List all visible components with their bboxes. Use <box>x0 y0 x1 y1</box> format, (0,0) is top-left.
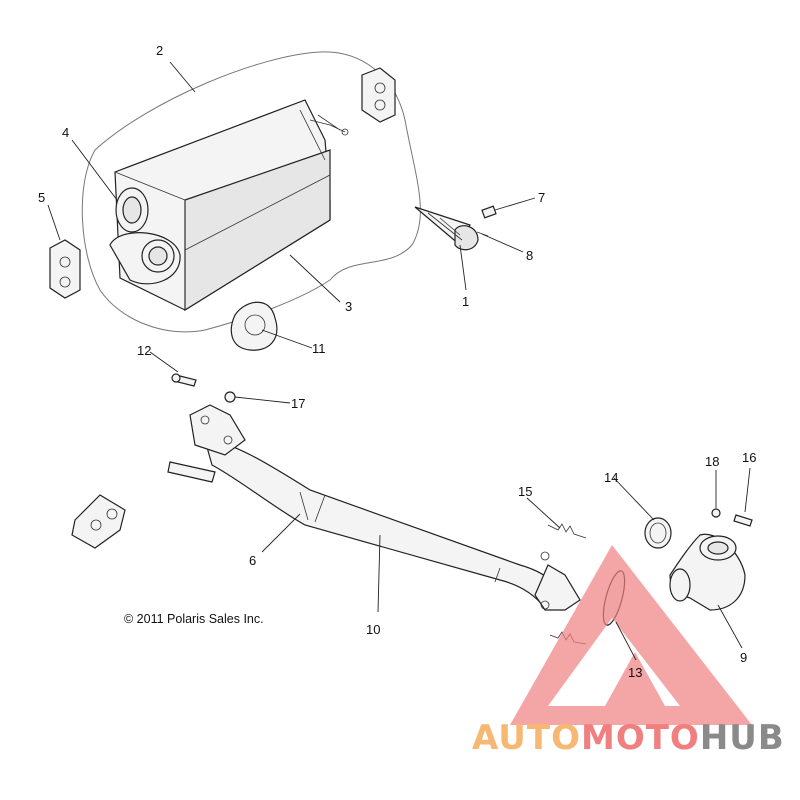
callout-10: 10 <box>366 622 380 637</box>
callout-7: 7 <box>538 190 545 205</box>
callout-5: 5 <box>38 190 45 205</box>
copyright-notice: © 2011 Polaris Sales Inc. <box>124 612 264 626</box>
bolt-16 <box>733 514 753 527</box>
spring-upper <box>547 523 587 539</box>
callout-13: 13 <box>628 665 642 680</box>
spark-arrestor <box>414 206 479 251</box>
rubber-isolator-bottom <box>71 494 126 549</box>
heat-shield-outline <box>81 51 421 333</box>
callout-8: 8 <box>526 248 533 263</box>
bolt-12 <box>171 373 197 387</box>
watermark-triangle <box>510 545 752 725</box>
muffler <box>109 99 349 312</box>
watermark-logo <box>510 545 752 725</box>
callout-2: 2 <box>156 43 163 58</box>
seal-ring-14 <box>644 517 672 549</box>
callout-15: 15 <box>518 484 532 499</box>
callout-3: 3 <box>345 299 352 314</box>
callout-labels: 1 2 3 4 5 6 7 8 9 10 11 12 13 14 15 16 1… <box>38 43 756 680</box>
callout-4: 4 <box>62 125 69 140</box>
callout-17: 17 <box>291 396 305 411</box>
watermark-auto: AUTO <box>472 718 581 758</box>
rubber-isolator-left <box>49 239 81 299</box>
nut-17 <box>224 391 236 403</box>
elbow-9 <box>669 533 746 611</box>
watermark-moto: MOTO <box>581 718 700 758</box>
callout-11: 11 <box>312 341 326 356</box>
callout-6: 6 <box>249 553 256 568</box>
watermark-inner-triangle <box>605 652 665 706</box>
bolt-7 <box>481 205 497 219</box>
callout-16: 16 <box>742 450 756 465</box>
callout-1: 1 <box>462 294 469 309</box>
nut-18 <box>711 508 721 518</box>
callout-12: 12 <box>137 343 151 358</box>
rubber-isolator-top <box>361 67 396 123</box>
callout-14: 14 <box>604 470 618 485</box>
callout-9: 9 <box>740 650 747 665</box>
watermark-hub: HUB <box>700 718 785 758</box>
watermark-brand: AUTOMOTOHUB <box>472 718 785 758</box>
leader-lines <box>47 61 751 661</box>
head-pipe <box>167 404 581 611</box>
gasket-11 <box>230 301 278 351</box>
callout-18: 18 <box>705 454 719 469</box>
